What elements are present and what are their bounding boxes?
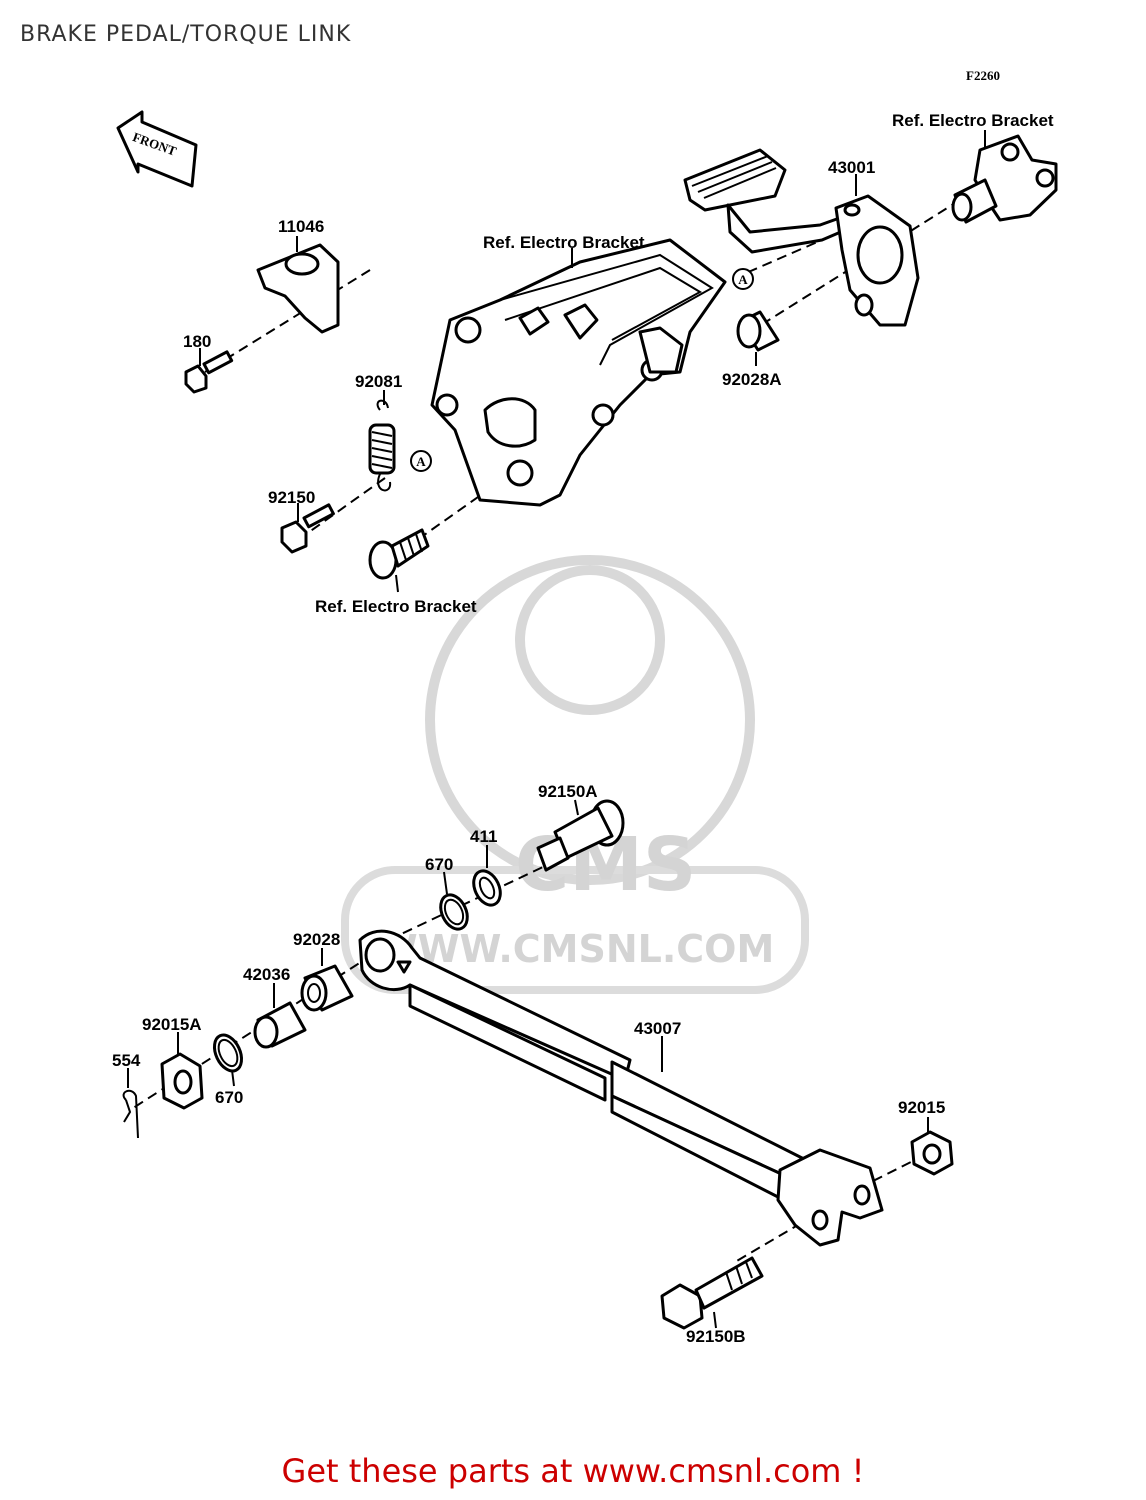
watermark-mascot-head	[515, 565, 665, 715]
callout-92028A: 92028A	[722, 370, 782, 389]
callout-43001: 43001	[828, 158, 875, 177]
callout-42036: 42036	[243, 965, 290, 984]
page-title: BRAKE PEDAL/TORQUE LINK	[20, 22, 352, 47]
watermark-badge	[341, 866, 809, 994]
watermark: CMS WWW.CMSNL.COM	[341, 555, 809, 994]
part-92150B-bolt	[660, 1256, 764, 1330]
front-arrow-icon: FRONT	[116, 110, 198, 188]
part-92081-spring	[368, 390, 396, 492]
callout-92150: 92150	[268, 488, 315, 507]
part-92150-bolt	[280, 503, 335, 554]
callout-ref-bracket-right: Ref. Electro Bracket	[892, 111, 1054, 130]
watermark-mascot-outline	[425, 555, 755, 885]
callout-92081: 92081	[355, 372, 402, 391]
callout-92015A: 92015A	[142, 1015, 202, 1034]
callout-ref-bracket-bottom: Ref. Electro Bracket	[315, 597, 477, 616]
bracket-bolt	[368, 528, 430, 593]
figure-code: F2260	[966, 68, 1000, 83]
part-92015-nut	[910, 1117, 954, 1176]
callout-ref-bracket-top: Ref. Electro Bracket	[483, 233, 645, 252]
part-92015A-nut	[160, 1032, 204, 1110]
callout-670-bottom: 670	[215, 1088, 243, 1107]
callout-411: 411	[470, 827, 497, 846]
callout-554: 554	[112, 1051, 141, 1070]
part-670-washer-top	[439, 871, 469, 931]
callout-180: 180	[183, 332, 211, 351]
part-11046-clip	[256, 236, 340, 334]
svg-text:A: A	[416, 454, 426, 469]
callout-670-top: 670	[425, 855, 453, 874]
part-670-washer-bottom	[212, 1033, 244, 1087]
part-43007-torque-link	[358, 929, 884, 1247]
footer-shop-link[interactable]: Get these parts at www.cmsnl.com !	[281, 1452, 865, 1490]
watermark-url: WWW.CMSNL.COM	[376, 927, 775, 971]
part-92150A-bolt	[536, 799, 625, 872]
part-92028-bushing	[300, 948, 354, 1012]
marker-a-left: A	[410, 450, 432, 472]
callout-92015: 92015	[898, 1098, 945, 1117]
part-180-bolt	[184, 348, 234, 394]
svg-text:A: A	[738, 272, 748, 287]
part-42036-collar	[253, 983, 307, 1049]
electro-bracket	[430, 238, 727, 507]
callout-11046: 11046	[278, 217, 324, 236]
part-554-cotter-pin	[122, 1068, 139, 1139]
callout-92150B: 92150B	[686, 1327, 746, 1346]
callout-92150A: 92150A	[538, 782, 598, 801]
part-411-washer	[472, 845, 502, 907]
part-43001-brake-pedal	[683, 148, 920, 327]
marker-a-right: A	[732, 268, 754, 290]
callout-43007: 43007	[634, 1019, 681, 1038]
electro-bracket-pivot	[951, 130, 1058, 224]
callout-92028: 92028	[293, 930, 340, 949]
part-92028A-bushing	[736, 310, 780, 366]
